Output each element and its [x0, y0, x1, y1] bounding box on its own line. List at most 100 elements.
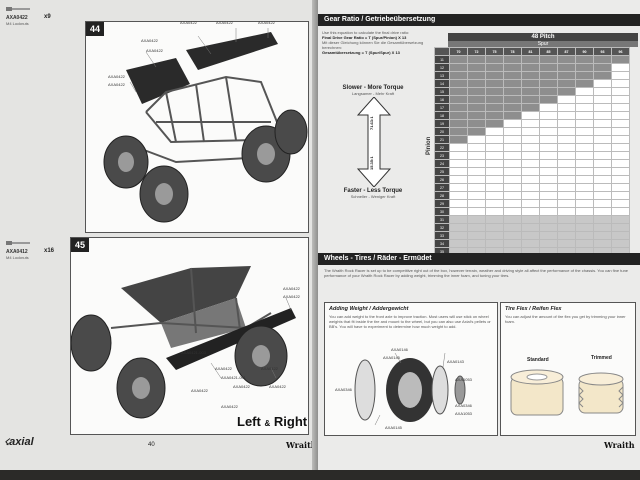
ratio-cell: [557, 159, 576, 168]
ratio-cell: [449, 111, 468, 120]
ratio-cell: [449, 167, 468, 176]
torque-speed-arrow-icon: [356, 97, 392, 187]
part-label: AXA0421-001: [221, 375, 246, 380]
ratio-cell: [521, 103, 540, 112]
ratio-cell: [521, 159, 540, 168]
ratio-cell: [503, 191, 522, 200]
part-label: AXA0145: [383, 355, 400, 360]
ratio-cell: [557, 231, 576, 240]
ratio-cell: [575, 175, 594, 184]
part-label: AXA1053: [455, 411, 472, 416]
ratio-cell: [593, 207, 612, 216]
pinion-cell: 16: [434, 95, 450, 104]
ratio-cell: [485, 127, 504, 136]
ratio-cell: [467, 119, 486, 128]
ratio-cell: [503, 103, 522, 112]
ratio-cell: [449, 215, 468, 224]
ratio-cell: [557, 199, 576, 208]
wraith-logo: Wraith: [286, 440, 317, 450]
ratio-cell: [539, 231, 558, 240]
ratio-cell: [521, 199, 540, 208]
ratio-cell: [485, 111, 504, 120]
foam-insert-illustration: [510, 369, 624, 416]
ratio-cell: [557, 239, 576, 248]
ratio-cell: [557, 183, 576, 192]
bolt-icon: [6, 7, 30, 11]
gear-ratio-header: Gear Ratio / Getriebeübersetzung: [318, 14, 640, 26]
part-qty: x9: [44, 14, 51, 20]
ratio-cell: [557, 215, 576, 224]
ratio-cell: [467, 55, 486, 64]
ratio-cell: [521, 111, 540, 120]
ratio-cell: [467, 207, 486, 216]
ratio-cell: [575, 63, 594, 72]
ratio-cell: [575, 143, 594, 152]
ratio-cell: [575, 199, 594, 208]
ratio-cell: [485, 151, 504, 160]
ratio-cell: [467, 71, 486, 80]
ratio-cell: [575, 191, 594, 200]
ratio-cell: [467, 159, 486, 168]
pinion-cell: 17: [434, 103, 450, 112]
pinion-cell: 32: [434, 223, 450, 232]
ratio-cell: [593, 183, 612, 192]
ratio-cell: [611, 111, 630, 120]
ratio-cell: [575, 135, 594, 144]
ratio-cell: [611, 151, 630, 160]
part-callout-bottom: AXA0412 M4 Locknuts x16: [4, 238, 70, 268]
ratio-cell: [575, 127, 594, 136]
ratio-cell: [575, 231, 594, 240]
spur-header-cell: 96: [611, 47, 630, 56]
ratio-cell: [521, 63, 540, 72]
ratio-cell: [611, 79, 630, 88]
ratio-cell: [449, 127, 468, 136]
pinion-cell: 18: [434, 111, 450, 120]
ratio-cell: [593, 127, 612, 136]
ratio-cell: [503, 239, 522, 248]
ratio-cell: [485, 119, 504, 128]
ratio-cell: [539, 127, 558, 136]
ratio-cell: [449, 151, 468, 160]
ratio-cell: [467, 95, 486, 104]
wheels-intro: The Wraith Rock Racer is set up to be co…: [324, 268, 629, 278]
part-label: AXA0422: [146, 48, 163, 53]
ratio-cell: [503, 71, 522, 80]
ratio-cell: [593, 175, 612, 184]
ratio-cell: [611, 239, 630, 248]
ratio-cell: [485, 167, 504, 176]
ratio-cell: [593, 167, 612, 176]
ratio-cell: [611, 71, 630, 80]
ratio-cell: [593, 63, 612, 72]
ratio-cell: [503, 231, 522, 240]
ratio-cell: [557, 87, 576, 96]
part-label: AXA0422: [215, 366, 232, 371]
ratio-cell: [593, 191, 612, 200]
ratio-cell: [521, 239, 540, 248]
ratio-cell: [575, 215, 594, 224]
step-number: 44: [86, 22, 105, 36]
ratio-cell: [467, 167, 486, 176]
ratio-cell: [521, 135, 540, 144]
spur-header-cell: 75: [485, 47, 504, 56]
ratio-cell: [485, 191, 504, 200]
ratio-cell: [449, 231, 468, 240]
ratio-cell: [467, 223, 486, 232]
ratio-cell: [575, 95, 594, 104]
ratio-cell: [557, 167, 576, 176]
ratio-cell: [503, 183, 522, 192]
ratio-cell: [575, 223, 594, 232]
ratio-cell: [449, 223, 468, 232]
part-code: AXA0412: [6, 249, 28, 255]
ratio-cell: [575, 239, 594, 248]
ratio-cell: [521, 231, 540, 240]
ratio-cell: [467, 231, 486, 240]
ratio-cell: [575, 151, 594, 160]
ratio-cell: [521, 191, 540, 200]
intro-line: Use this equation to calculate the final…: [322, 30, 410, 35]
ratio-cell: [539, 111, 558, 120]
part-desc: M4 Locknuts: [6, 255, 29, 260]
ratio-cell: [467, 135, 486, 144]
ratio-cell: [593, 71, 612, 80]
ratio-cell: [503, 175, 522, 184]
